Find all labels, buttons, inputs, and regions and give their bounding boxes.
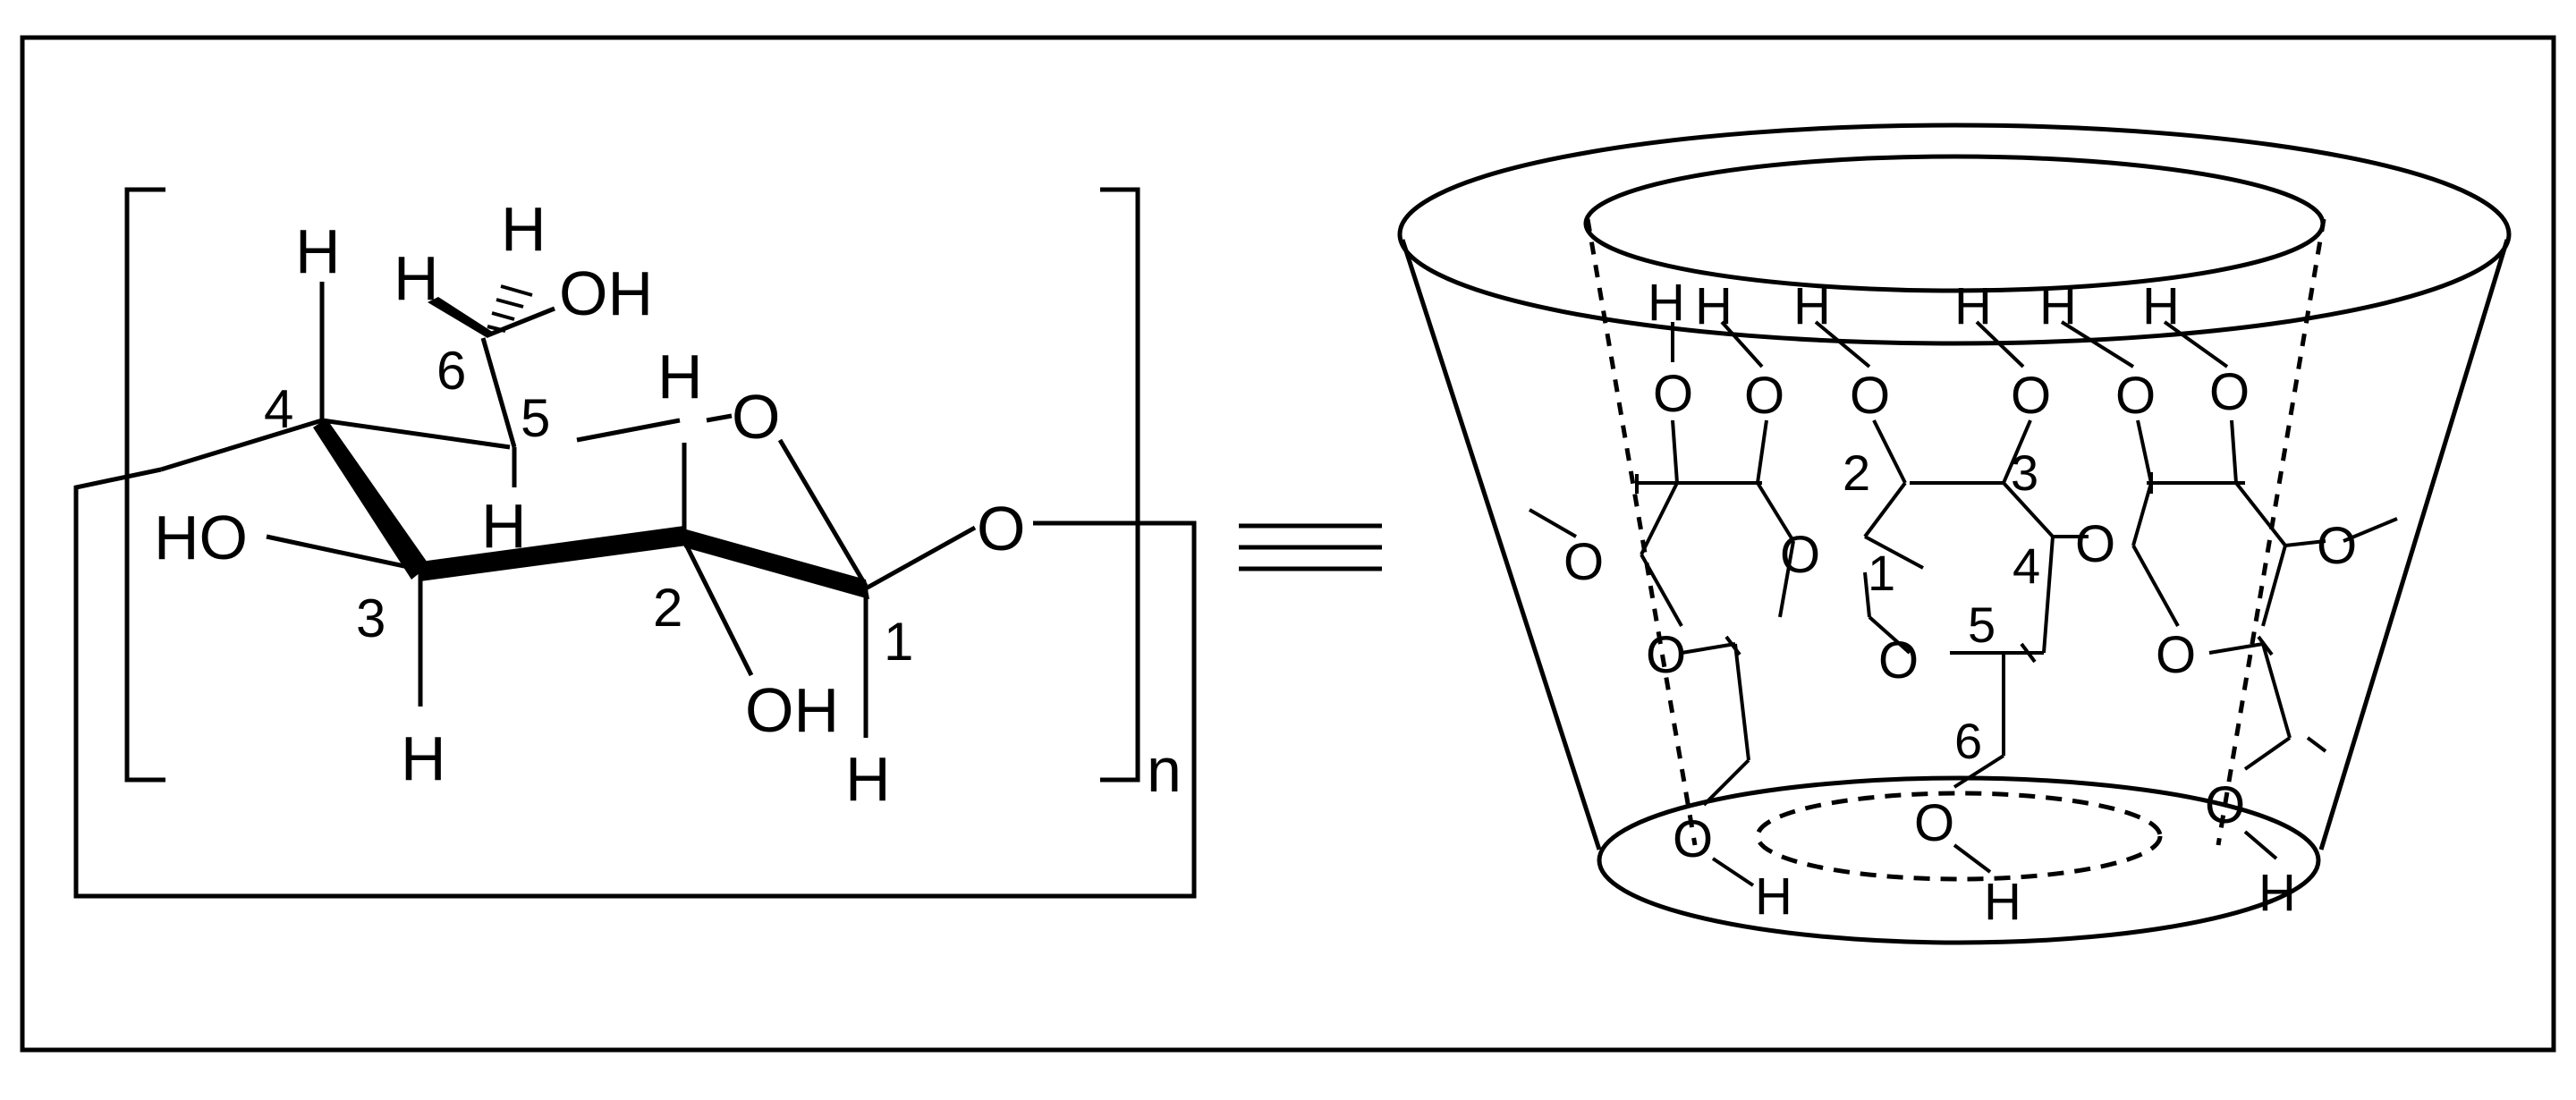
carbon-number-3: 3 [356,588,386,648]
atom-h-c5-below: H [481,491,527,561]
wedge-c6-h [428,297,494,338]
wedge-c2-c1 [680,528,869,599]
cone-number-4: 4 [2012,537,2040,594]
cone-o-bottom-1: O [1673,810,1713,868]
cone-h-top-5: H [2039,277,2077,335]
cone-bottom-rim [1597,775,2321,945]
outer-frame [20,35,2556,1053]
atom-o-glycosidic: O [977,494,1025,563]
bond-ring-o-c1 [777,438,869,588]
cone-top-inner-rim [1583,154,2326,293]
atom-h-c1-below: H [845,744,891,814]
bond-h-o [706,413,733,423]
cone-o-bottom-2: O [1914,794,1954,852]
atom-o-ring: O [732,382,780,452]
cone-o-low-3: O [2156,626,2196,684]
left-bracket [124,187,165,783]
cone-o-top-6: O [2209,363,2250,421]
cone-bottom-dashed [1755,791,2163,882]
atom-h-ring: H [657,342,703,411]
atom-oh-c2: OH [745,675,839,745]
cone-h-bottom-3: H [2258,864,2296,922]
cyclodextrin-cone [1397,123,2512,945]
cone-o-top-4: O [2011,367,2051,425]
carbon-number-5: 5 [521,388,550,448]
cone-h-top-3: H [1793,277,1831,335]
cone-top-outer-rim [1397,123,2512,346]
cone-o-top-1: O [1653,365,1693,423]
bond-c1-o [864,525,977,591]
carbon-number-1: 1 [884,612,913,672]
atom-ho-c3: HO [154,503,248,572]
cone-h-top-4: H [1954,277,1992,335]
hashed-bond-c6 [487,284,533,333]
cone-number-5: 5 [1968,597,1996,653]
cone-atom-labels: H H H H H H O O O O O O O O O O O O O O … [1563,274,2357,931]
cone-number-6: 6 [1954,713,1982,769]
cone-o-low-2: O [1878,631,1919,690]
cone-glucose-bonds [1529,320,2398,887]
wedge-bonds [313,297,869,599]
cone-h-top-1: H [1648,274,1685,332]
cone-number-1: 1 [1868,545,1895,601]
atom-h-c4-top: H [295,216,341,286]
cone-o-top-2: O [1744,367,1784,425]
wedge-c4-c3 [313,419,429,580]
atom-h-c6-top: H [501,194,547,264]
cone-number-3: 3 [2011,444,2038,501]
bond-c5-c6 [480,337,517,448]
cone-o-mid-3: O [2075,515,2115,573]
cone-o-top-5: O [2115,367,2156,425]
cone-h-bottom-1: H [1755,867,1792,926]
atom-h-c6-left: H [394,243,439,313]
bond-c5-h [576,418,681,443]
repeat-subscript-n: n [1147,735,1182,805]
bond-c4-c5 [321,418,511,450]
bond-c3-ho [266,534,426,573]
right-bracket [1100,187,1140,783]
glucose-atom-labels: H H H OH H O H HO H OH H O 1 2 3 4 5 6 n [154,194,1182,814]
cone-o-mid-4: O [2317,517,2357,575]
wedge-c3-c2 [420,526,687,581]
cone-h-bottom-2: H [1984,873,2021,931]
equivalence-text: ≡ [0,0,1,1]
atom-oh-c6: OH [559,258,653,328]
bond-c4-left [160,418,323,472]
equivalence-symbol [1239,523,1382,571]
cone-o-bottom-3: O [2205,776,2245,834]
cone-left-side [1400,239,1602,850]
cyclic-connector [73,467,1197,899]
cone-right-side [2318,239,2510,850]
cone-h-top-6: H [2142,277,2180,335]
carbon-number-4: 4 [264,379,293,439]
cone-o-mid-1: O [1563,533,1604,591]
cone-o-top-3: O [1850,367,1890,425]
cone-o-mid-2: O [1780,526,1820,584]
cone-h-top-2: H [1695,277,1733,335]
bond-c2-oh [682,539,754,677]
cone-number-2: 2 [1843,444,1870,501]
glucose-unit-structure [73,187,1197,899]
atom-h-c3-below: H [401,723,446,793]
carbon-number-2: 2 [653,578,682,638]
cone-o-low-1: O [1646,626,1686,684]
bond-c6-oh [487,306,555,338]
carbon-number-6: 6 [436,341,466,401]
